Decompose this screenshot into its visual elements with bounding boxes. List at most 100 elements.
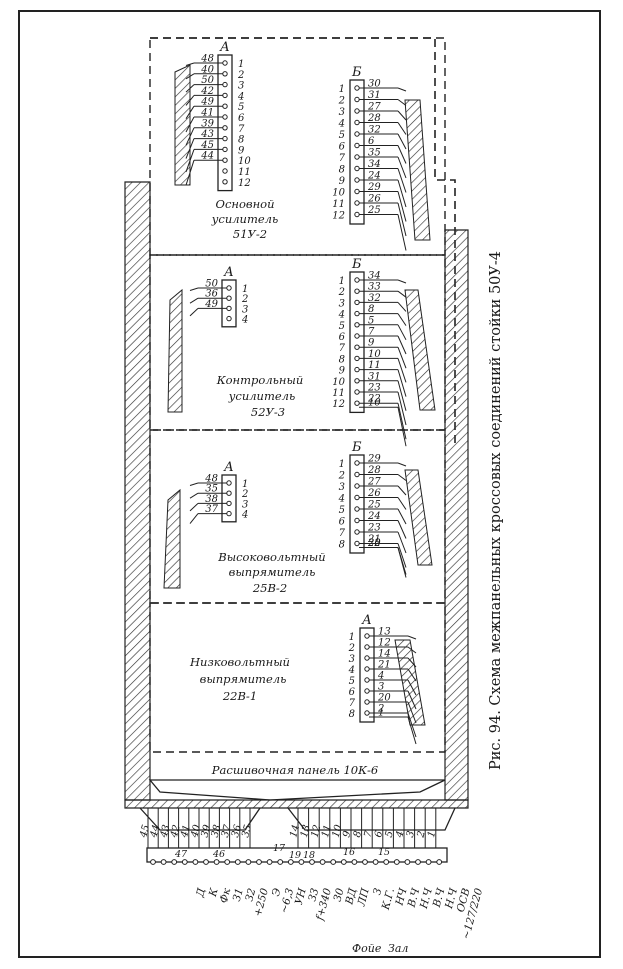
wire — [397, 543, 407, 568]
pin-number: 6 — [339, 332, 346, 343]
wire-number: 38 — [205, 494, 218, 505]
terminal-pin — [203, 859, 209, 865]
cable-duct-right — [444, 229, 469, 801]
pin — [222, 71, 228, 77]
wire-number: 23 — [367, 383, 381, 394]
pin — [354, 119, 360, 126]
pin-number: 2 — [241, 489, 248, 500]
pin-number: 6 — [339, 517, 346, 528]
wire-number: 28 — [367, 113, 381, 124]
wire-number: 25 — [367, 205, 381, 216]
terminal-pin — [245, 859, 252, 865]
wire — [397, 122, 407, 135]
terminal-number: 12 — [309, 824, 323, 839]
wire-number: 10 — [368, 349, 381, 360]
wire — [407, 701, 417, 724]
pin — [354, 310, 360, 317]
pin — [354, 200, 360, 206]
pin — [354, 333, 360, 339]
wire — [407, 716, 417, 745]
pin-number: 2 — [237, 70, 244, 81]
wire-number: 6 — [368, 136, 375, 147]
terminal-number: 10 — [331, 823, 345, 839]
pin — [354, 96, 360, 103]
pin — [354, 494, 360, 501]
terminal-pin — [372, 859, 379, 865]
wire — [397, 191, 407, 222]
terminal-number: 39 — [199, 823, 213, 839]
pin — [364, 644, 370, 650]
wire-number: 24 — [367, 511, 381, 522]
panels: А12345678910111248405042494139434544Б123… — [149, 37, 446, 753]
wire-number: 20 — [377, 693, 391, 704]
pin — [222, 146, 228, 153]
pin-number: 1 — [242, 479, 248, 490]
pin-number: 4 — [241, 315, 248, 326]
wire-number: 25 — [367, 500, 381, 511]
pin-number: 3 — [339, 298, 345, 309]
wire-number: 32 — [368, 125, 381, 136]
wire — [189, 297, 199, 304]
pin — [222, 114, 228, 120]
wire-number: 4 — [377, 671, 384, 682]
pin — [354, 517, 360, 524]
pin-number: 3 — [349, 654, 355, 665]
pin-number: 6 — [339, 142, 346, 153]
wire-number: 44 — [200, 151, 214, 162]
wire — [407, 690, 417, 710]
pin — [226, 500, 232, 507]
panel-name: выпрямитель — [200, 672, 287, 686]
wire-number: 43 — [200, 129, 214, 140]
terminal-number: 9 — [341, 829, 353, 839]
funnel-right — [287, 807, 456, 831]
connector-letter: Б — [351, 257, 362, 272]
pin — [222, 157, 228, 163]
pin-number: 2 — [241, 294, 248, 305]
terminal-pin — [224, 859, 231, 865]
terminal-number: 5 — [384, 830, 396, 839]
pin — [364, 677, 370, 683]
terminal-number: 44 — [148, 824, 162, 840]
wire-number: 41 — [200, 108, 214, 119]
pin-number: 2 — [338, 471, 345, 482]
terminal-pin — [404, 859, 411, 865]
bottom-panel-name: Расшивочная панель 10К-6 — [211, 763, 378, 777]
pin — [354, 366, 360, 373]
terminal-number: 8 — [352, 830, 364, 839]
connector-letter: А — [219, 40, 230, 55]
pin — [354, 299, 360, 306]
wire — [189, 482, 199, 486]
wire — [189, 513, 199, 524]
pin-number: 4 — [338, 310, 345, 321]
wire — [397, 358, 407, 383]
connector-body — [349, 271, 365, 414]
wire-number: 45 — [200, 140, 214, 151]
terminal-pin — [436, 859, 443, 865]
wire — [397, 168, 407, 193]
wire — [407, 668, 417, 682]
pin-number: 7 — [238, 124, 245, 135]
pin-number: 9 — [238, 145, 245, 156]
terminal-number: 14 — [288, 824, 302, 839]
terminal-pin — [383, 859, 390, 865]
inner-number: 46 — [212, 849, 225, 860]
pin-number: 7 — [339, 528, 346, 539]
wire-number: 23 — [367, 523, 381, 534]
pin-number: 10 — [332, 188, 345, 199]
panel-boundary — [149, 37, 446, 256]
pin-number: 11 — [332, 199, 345, 210]
cable-slope — [404, 469, 433, 566]
pin — [354, 165, 360, 172]
panel-name: Контрольный — [216, 373, 304, 387]
bottom-label: 30 — [332, 887, 347, 903]
panel-name: усилитель — [211, 212, 279, 226]
bottom-label: З — [371, 886, 384, 896]
pin-number: 11 — [332, 388, 345, 399]
wire-number: 22 — [367, 394, 381, 405]
bottom-label: В.Ч — [405, 886, 422, 909]
wire — [397, 156, 407, 179]
